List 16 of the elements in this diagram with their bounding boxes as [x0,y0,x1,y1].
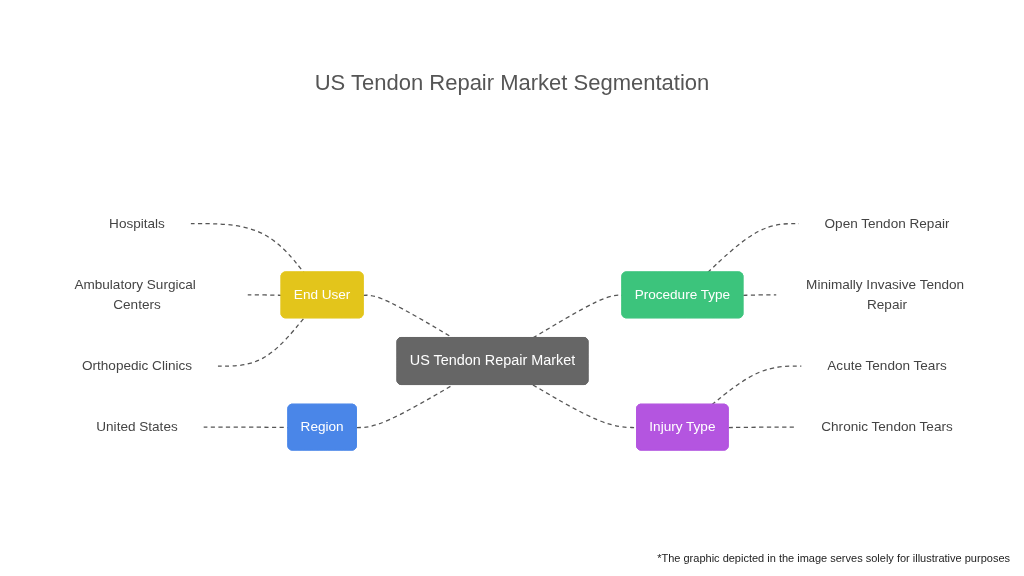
node-text: Chronic Tendon Tears [821,419,953,434]
node-text: Ambulatory Surgical Centers [74,276,196,312]
node-text: Open Tendon Repair [824,215,950,231]
node-text: Orthopedic Clinics [81,358,193,373]
diagram-title: US Tendon Repair Market Segmentation [313,70,711,96]
connector [216,317,305,367]
connector [532,383,638,428]
connector [742,293,778,296]
connector [727,426,797,428]
node-text: Hospitals [109,215,165,231]
footnote: *The graphic depicted in the image serves solely for illustrative purposes [657,552,1010,564]
connector [356,383,454,428]
connector [189,222,305,273]
node-text: Acute Tendon Tears [827,358,947,373]
node-text: United States [96,419,178,434]
node-text: Minimally Invasive Tendon Repair [806,276,965,312]
